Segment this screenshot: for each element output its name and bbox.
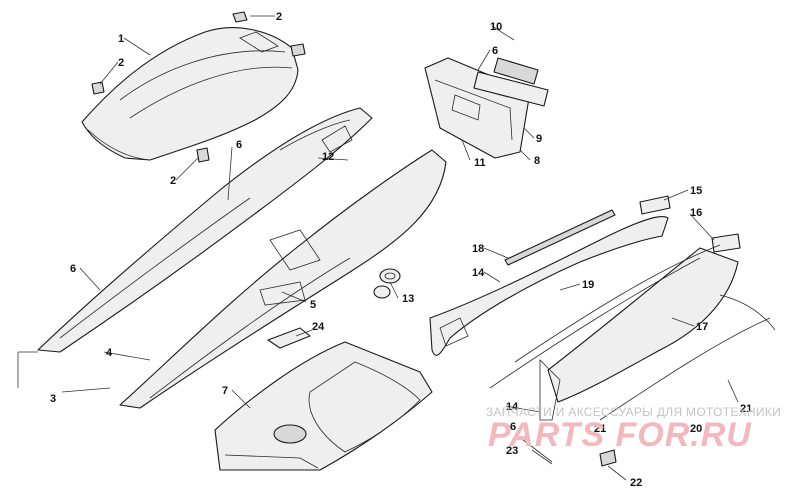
part-rail-assembly[interactable] [429, 209, 669, 356]
callout-3: 3 [50, 393, 56, 405]
callout-24: 24 [312, 321, 325, 333]
callout-6: 6 [236, 139, 242, 151]
watermark-subtitle: ЗАПЧАСТИ И АКСЕССУАРЫ ДЛЯ МОТОТЕХНИКИ [486, 405, 781, 419]
part-clip-fasteners[interactable] [91, 11, 306, 163]
callout-11: 11 [474, 157, 486, 169]
part-hood-cowl[interactable] [81, 27, 299, 161]
callout-2: 2 [276, 11, 282, 23]
callout-labels: 1 2 2 2 3 4 5 6 6 6 6 7 8 9 10 11 12 13 … [50, 11, 752, 489]
callout-4: 4 [106, 347, 113, 359]
callout-14: 14 [506, 401, 519, 413]
callout-10: 10 [490, 21, 502, 33]
watermark: ЗАПЧАСТИ И АКСЕССУАРЫ ДЛЯ МОТОТЕХНИКИ PA… [486, 405, 781, 454]
callout-2: 2 [170, 175, 176, 187]
callout-5: 5 [310, 299, 316, 311]
callout-7: 7 [222, 385, 228, 397]
callout-17: 17 [696, 321, 708, 333]
callout-20: 20 [690, 423, 702, 435]
callout-23: 23 [506, 445, 518, 457]
part-left-side-panel[interactable] [37, 107, 373, 353]
part-pads[interactable] [267, 195, 741, 349]
callout-16: 16 [690, 207, 702, 219]
callout-8: 8 [534, 155, 540, 167]
part-rear-bumper[interactable] [489, 244, 776, 467]
callout-21: 21 [594, 423, 606, 435]
callout-9: 9 [536, 133, 542, 145]
callout-19: 19 [582, 279, 594, 291]
part-rear-bracket[interactable] [424, 57, 549, 159]
part-storage-bin[interactable] [214, 341, 433, 471]
callout-18: 18 [472, 243, 484, 255]
callout-2: 2 [118, 57, 124, 69]
callout-14: 14 [472, 267, 485, 279]
watermark-brand: PARTS FOR.RU [488, 416, 752, 454]
callout-6: 6 [510, 421, 516, 433]
callout-6: 6 [492, 45, 498, 57]
callout-1: 1 [118, 33, 124, 45]
callout-12: 12 [322, 151, 334, 163]
callout-15: 15 [690, 185, 702, 197]
part-grommet[interactable] [373, 268, 401, 299]
callout-13: 13 [402, 293, 414, 305]
callout-6: 6 [70, 263, 76, 275]
callout-22: 22 [630, 477, 642, 489]
callout-21: 21 [740, 403, 752, 415]
leader-lines [17, 15, 739, 481]
part-tunnel-side-panel[interactable] [119, 149, 447, 409]
